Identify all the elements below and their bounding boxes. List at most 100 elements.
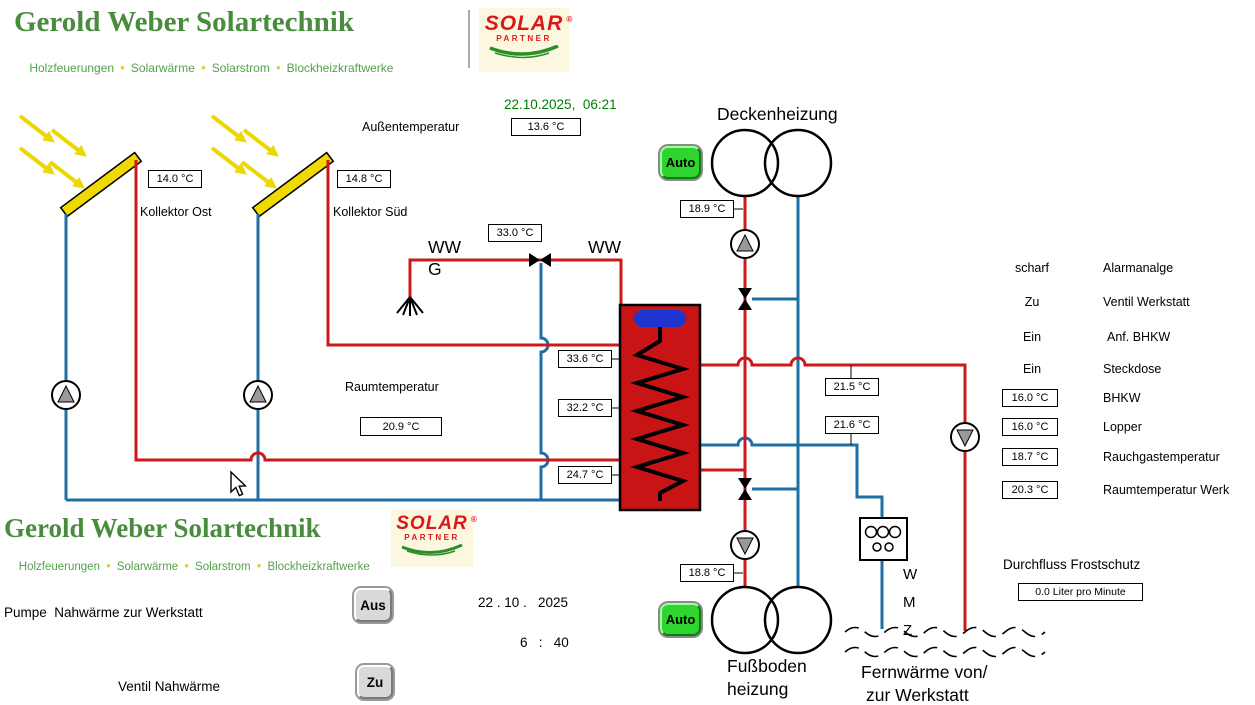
tagline-item: Blockheizkraftwerke bbox=[270, 61, 394, 75]
fernwaerme-label-line1: Fernwärme von/ bbox=[861, 662, 988, 682]
status-temp-label: Raumtemperatur Werk bbox=[1103, 483, 1230, 497]
ground-icon bbox=[396, 296, 424, 316]
wmz-letter-m: M bbox=[903, 594, 916, 611]
status-label: Ventil Werkstatt bbox=[1103, 295, 1190, 309]
durchfluss-value: 0.0 Liter pro Minute bbox=[1018, 583, 1143, 601]
solar-partner-logo: SOLAR® PARTNER bbox=[479, 8, 573, 72]
wmz-letter-w: W bbox=[903, 566, 918, 583]
raumtemperatur-value: 20.9 °C bbox=[360, 417, 442, 436]
pump-kollektor-sued bbox=[243, 380, 273, 410]
solar-logo-word: SOLAR® bbox=[396, 514, 477, 533]
valve-fussboden-icon bbox=[738, 478, 752, 500]
pump-fernwaerme bbox=[950, 422, 980, 452]
tagline-item: Holzfeuerungen bbox=[29, 61, 115, 75]
tagline-item: Solarwärme bbox=[100, 561, 178, 573]
deckenheizung-label: Deckenheizung bbox=[717, 104, 838, 124]
company-tagline-bottom: HolzfeuerungenSolarwärmeSolarstromBlockh… bbox=[6, 549, 370, 585]
registered-mark: ® bbox=[566, 15, 574, 24]
registered-mark: ® bbox=[470, 515, 478, 524]
tank-coil-icon bbox=[630, 327, 690, 501]
aussentemperatur-label: Außentemperatur bbox=[362, 120, 460, 134]
durchfluss-label: Durchfluss Frostschutz bbox=[1003, 557, 1141, 572]
fernwaerme-label-line2: zur Werkstatt bbox=[866, 685, 969, 705]
valve-ww-icon bbox=[529, 253, 551, 267]
sun-rays-ost-icon bbox=[18, 114, 88, 190]
pump-fussbodenheizung bbox=[730, 530, 760, 560]
status-temp-label: BHKW bbox=[1103, 391, 1141, 405]
status-temp-value: 18.7 °C bbox=[1002, 448, 1058, 466]
g-label: G bbox=[428, 259, 442, 279]
speicher-oben-value: 33.6 °C bbox=[558, 350, 612, 368]
wmz-meter-icon bbox=[859, 517, 908, 561]
collector-ost bbox=[59, 151, 143, 218]
ventil-nahwaerme-label: Ventil Nahwärme bbox=[118, 679, 221, 694]
wmz-letter-z: Z bbox=[903, 622, 913, 639]
leitung-1-value: 21.5 °C bbox=[825, 378, 879, 396]
fernwaerme-wavy-lines bbox=[844, 626, 1046, 658]
ventil-nahwaerme-button[interactable]: Zu bbox=[357, 665, 393, 699]
pipes-hot bbox=[134, 160, 967, 631]
fussboden-label-line1: Fußboden bbox=[727, 656, 807, 676]
partner-logo-word: PARTNER bbox=[404, 533, 460, 542]
collector-sued bbox=[251, 151, 335, 218]
status-temp-value: 16.0 °C bbox=[1002, 418, 1058, 436]
status-state: Ein bbox=[1022, 362, 1042, 376]
company-tagline: HolzfeuerungenSolarwärmeSolarstromBlockh… bbox=[16, 47, 393, 89]
solar-partner-logo-bottom: SOLAR® PARTNER bbox=[391, 509, 477, 567]
kollektor-ost-label: Kollektor Ost bbox=[140, 205, 212, 219]
raumtemperatur-label: Raumtemperatur bbox=[345, 380, 439, 394]
valve-decke-icon bbox=[738, 288, 752, 310]
heat-exchanger-decke-icon bbox=[710, 128, 833, 198]
speicher-mitte-value: 32.2 °C bbox=[558, 399, 612, 417]
pumpe-nahwaerme-label: Pumpe Nahwärme zur Werkstatt bbox=[4, 605, 203, 620]
buffer-tank bbox=[618, 303, 702, 512]
leitung-2-value: 21.6 °C bbox=[825, 416, 879, 434]
kollektor-sued-value: 14.8 °C bbox=[337, 170, 391, 188]
tagline-item: Solarstrom bbox=[195, 61, 270, 75]
status-label: Anf. BHKW bbox=[1107, 330, 1171, 344]
company-logo-text: Gerold Weber Solartechnik bbox=[14, 6, 354, 38]
pump-deckenheizung bbox=[730, 229, 760, 259]
solar-logo-word: SOLAR® bbox=[485, 13, 573, 34]
tagline-item: Solarwärme bbox=[114, 61, 195, 75]
status-temp-value: 20.3 °C bbox=[1002, 481, 1058, 499]
swoosh-icon bbox=[401, 544, 463, 556]
kollektor-sued-label: Kollektor Süd bbox=[333, 205, 408, 219]
swoosh-icon bbox=[489, 45, 559, 59]
ww-right-label: WW bbox=[588, 237, 622, 257]
auto-button-deckenheizung[interactable]: Auto bbox=[660, 146, 701, 179]
header-divider bbox=[468, 10, 470, 68]
auto-button-fussbodenheizung[interactable]: Auto bbox=[660, 603, 701, 636]
fussboden-label-line2: heizung bbox=[727, 679, 789, 699]
status-label: Alarmanalge bbox=[1103, 261, 1174, 275]
tagline-item: Blockheizkraftwerke bbox=[251, 561, 370, 573]
mouse-cursor-icon bbox=[230, 470, 248, 497]
speicher-unten-value: 24.7 °C bbox=[558, 466, 612, 484]
decken-vorlauf-value: 18.9 °C bbox=[680, 200, 734, 218]
ww-vorlauf-value: 33.0 °C bbox=[488, 224, 542, 242]
ww-left-label: WW bbox=[428, 237, 462, 257]
datetime-display: 22.10.2025, 06:21 bbox=[504, 97, 617, 112]
tagline-item: Holzfeuerungen bbox=[18, 561, 100, 573]
kollektor-ost-value: 14.0 °C bbox=[148, 170, 202, 188]
fussboden-vorlauf-value: 18.8 °C bbox=[680, 564, 734, 582]
status-temp-value: 16.0 °C bbox=[1002, 389, 1058, 407]
status-label: Steckdose bbox=[1103, 362, 1162, 376]
tagline-item: Solarstrom bbox=[178, 561, 250, 573]
sensor-ticks bbox=[612, 208, 852, 574]
company-logo-text-bottom: Gerold Weber Solartechnik bbox=[4, 513, 321, 543]
aussentemperatur-value: 13.6 °C bbox=[511, 118, 581, 136]
pumpe-nahwaerme-button[interactable]: Aus bbox=[354, 588, 392, 622]
partner-logo-word: PARTNER bbox=[496, 34, 552, 43]
pump-kollektor-ost bbox=[51, 380, 81, 410]
status-temp-label: Lopper bbox=[1103, 420, 1142, 434]
setting-date: 22 . 10 . 2025 bbox=[478, 595, 569, 610]
status-state: scharf bbox=[1014, 261, 1050, 275]
status-state: Ein bbox=[1022, 330, 1042, 344]
sun-rays-sued-icon bbox=[210, 114, 280, 190]
heat-exchanger-fussboden-icon bbox=[710, 585, 833, 655]
pipes-cold bbox=[64, 196, 884, 629]
status-state: Zu bbox=[1024, 295, 1040, 309]
